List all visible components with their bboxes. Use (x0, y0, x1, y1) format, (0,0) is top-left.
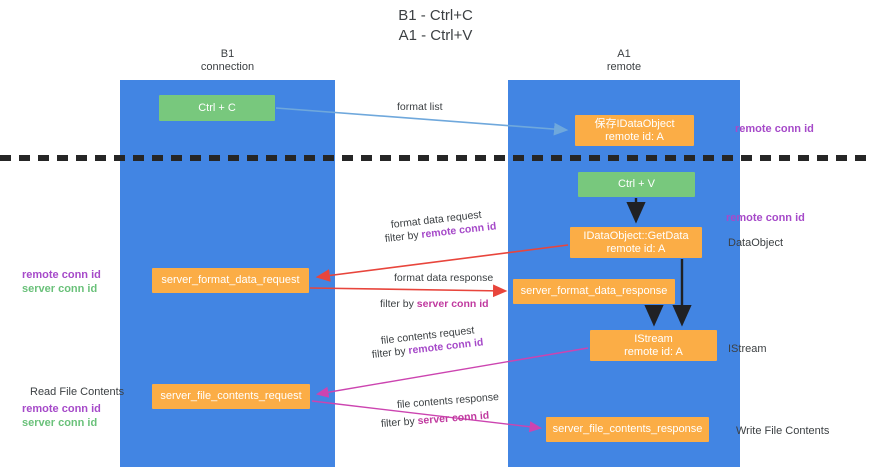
annotation-left-read-file-contents: Read File Contents (30, 385, 124, 399)
node-ctrl-v[interactable]: Ctrl + V (578, 172, 695, 197)
node-server-file-contents-response[interactable]: server_file_contents_response (546, 417, 709, 442)
edge-label-format-list: format list (397, 101, 443, 113)
annotation-text: Write File Contents (736, 425, 830, 437)
annotation-right-istream: IStream (728, 342, 767, 356)
annotation-left-conn-ids-2: remote conn id server conn id (22, 402, 101, 430)
edge-label-format-data-response: format data response (394, 272, 494, 284)
annotation-right-remote-conn-id-top: remote conn id (735, 122, 814, 136)
node-server-file-contents-request[interactable]: server_file_contents_request (152, 384, 310, 409)
lane-header-a1: A1 remote (606, 48, 642, 73)
annotation-right-dataobject: DataObject (728, 236, 783, 250)
annotation-text: remote conn id (726, 212, 805, 224)
annotation-text: DataObject (728, 237, 784, 249)
node-server-format-data-request[interactable]: server_format_data_request (152, 268, 309, 293)
annotation-text: Read File Contents (30, 386, 125, 398)
filter-prefix: filter by (380, 298, 417, 310)
node-ctrl-c[interactable]: Ctrl + C (159, 95, 275, 121)
annotation-left-conn-ids: remote conn id server conn id (22, 268, 101, 296)
node-idataobject[interactable]: 保存IDataObject remote id: A (575, 115, 694, 146)
diagram-title: B1 - Ctrl+C A1 - Ctrl+V (398, 7, 473, 44)
phase-separator (0, 155, 871, 161)
annotation-server-conn-id: server conn id (22, 417, 98, 429)
annotation-text: remote conn id (735, 123, 814, 135)
lane-header-b1: B1 connection (200, 48, 255, 73)
filter-prefix: filter by (380, 415, 419, 430)
annotation-right-remote-conn-id: remote conn id (726, 211, 805, 225)
filter-key-server-conn-id: server conn id (416, 298, 489, 310)
annotation-right-write-file-contents: Write File Contents (736, 424, 829, 438)
annotation-remote-conn-id: remote conn id (22, 269, 101, 281)
annotation-text: IStream (728, 343, 767, 355)
node-server-format-data-response[interactable]: server_format_data_response (513, 279, 675, 304)
edge-label-format-data-response-filter: filter by server conn id (380, 298, 489, 311)
node-istream[interactable]: IStream remote id: A (590, 330, 717, 361)
node-idataobject-getdata[interactable]: IDataObject::GetData remote id: A (570, 227, 702, 258)
annotation-server-conn-id: server conn id (22, 283, 98, 295)
annotation-remote-conn-id: remote conn id (22, 403, 101, 415)
